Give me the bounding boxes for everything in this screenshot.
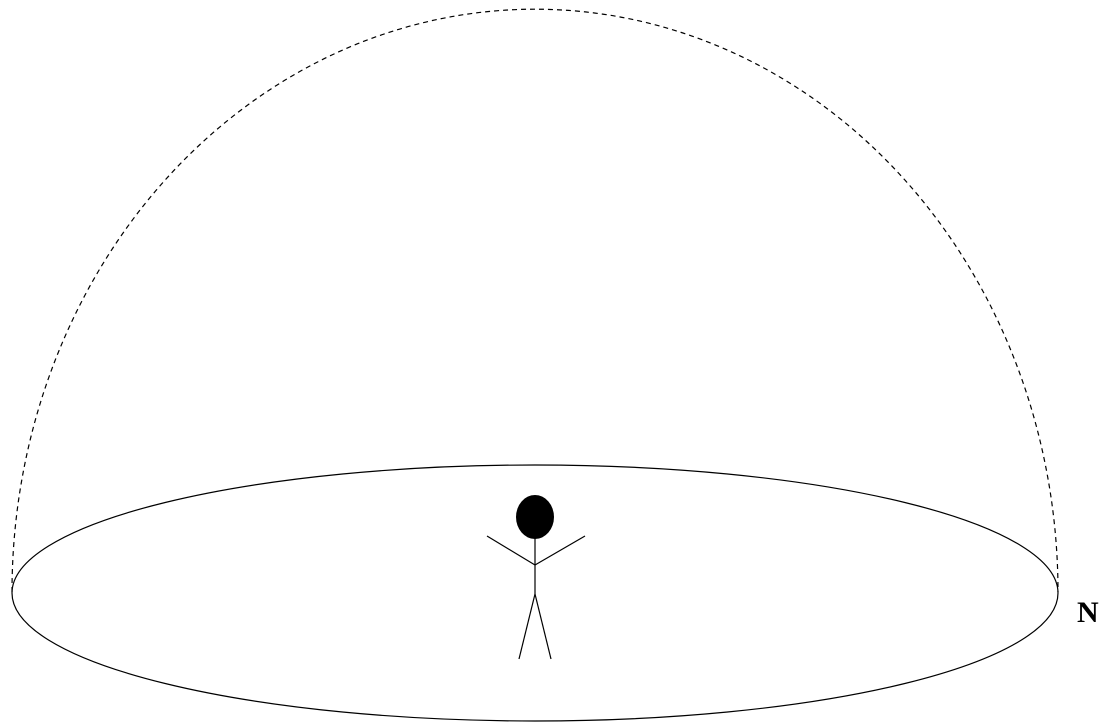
observer-right-arm: [535, 536, 585, 565]
observer-right-leg: [535, 594, 551, 659]
observer-head: [516, 495, 554, 539]
observer-figure: [487, 495, 585, 659]
north-label: N: [1077, 596, 1099, 629]
observer-left-leg: [519, 594, 535, 659]
observer-left-arm: [487, 536, 535, 565]
